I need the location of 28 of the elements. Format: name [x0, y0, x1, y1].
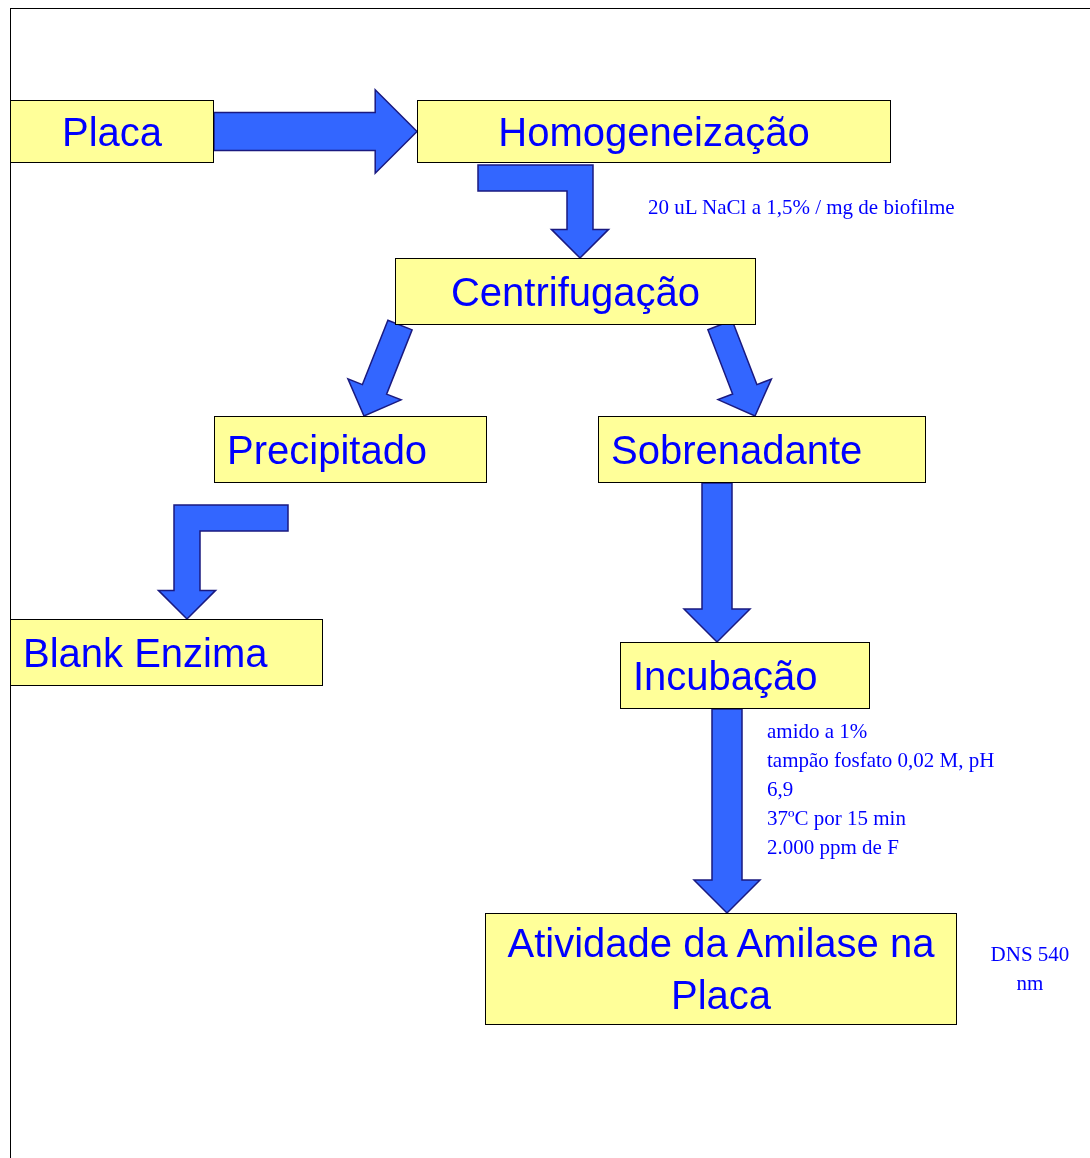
- block-arrow: [213, 87, 419, 176]
- process-box: [10, 619, 323, 686]
- process-box: [10, 100, 214, 163]
- condition-note: 20 uL NaCl a 1,5% / mg de biofilme: [648, 194, 956, 221]
- condition-note: 37ºC por 15 min: [767, 805, 907, 832]
- process-box: [395, 258, 756, 325]
- step-label: Centrifugação: [450, 268, 700, 316]
- block-arrow: [692, 708, 762, 915]
- process-box: [214, 416, 487, 483]
- block-arrow: [156, 504, 289, 621]
- process-box: [417, 100, 891, 163]
- condition-note: amido a 1%: [767, 718, 869, 745]
- measurement-note: DNS 540 nm: [989, 941, 1071, 997]
- block-arrow: [477, 164, 611, 260]
- process-box: [598, 416, 926, 483]
- block-arrow: [682, 482, 752, 644]
- condition-note: tampão fosfato 0,02 M, pH 6,9: [767, 747, 996, 803]
- block-arrow: [346, 319, 414, 417]
- condition-note: 2.000 ppm de F: [767, 834, 900, 861]
- step-label: Precipitado: [227, 426, 428, 474]
- process-box: [620, 642, 870, 709]
- step-label: Placa: [61, 108, 163, 156]
- step-label: Sobrenadante: [611, 426, 863, 474]
- step-label: Incubação: [633, 652, 818, 700]
- process-box: [485, 913, 957, 1025]
- step-label: Blank Enzima: [23, 629, 268, 677]
- step-label: Homogeneização: [498, 108, 810, 156]
- step-label: Atividade da Amilase na Placa: [506, 920, 936, 1019]
